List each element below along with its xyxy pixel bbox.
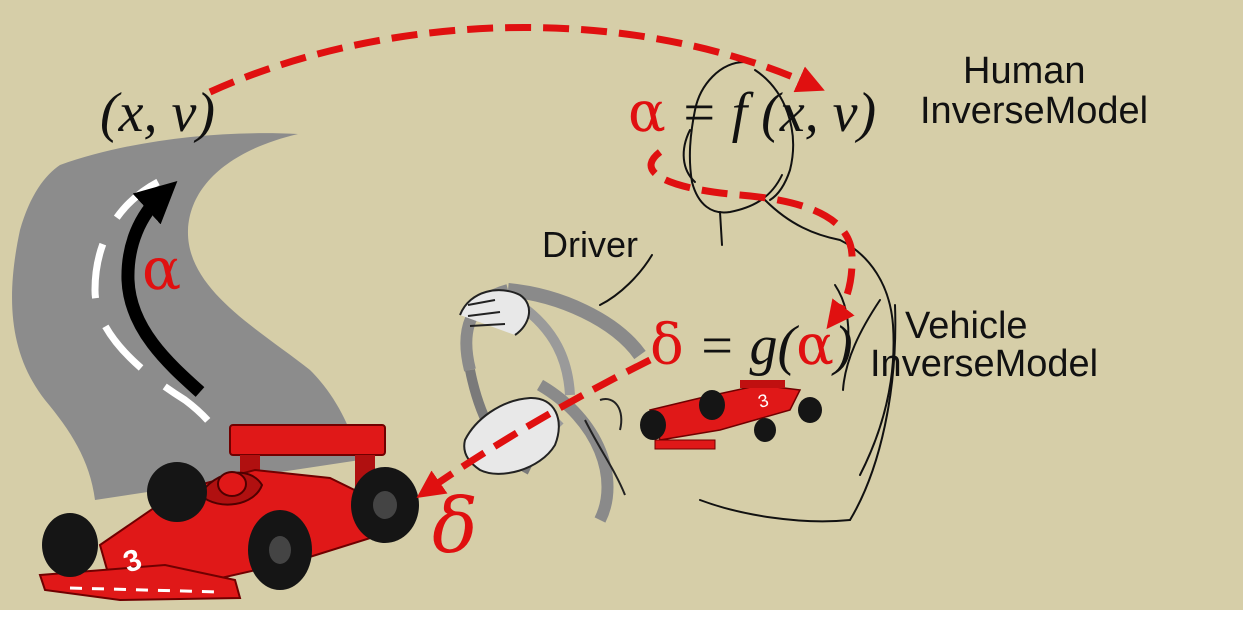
road-lane-marking <box>91 178 226 442</box>
human-alpha: α <box>628 80 666 145</box>
steering-wheel <box>459 283 646 523</box>
small-car-number: 3 <box>756 390 771 412</box>
human-rhs: = f (x, v) <box>665 82 877 144</box>
arrow-human-to-vehicle-model <box>647 149 856 330</box>
helmet <box>217 471 247 497</box>
driver-label: Driver <box>542 224 638 265</box>
road <box>12 133 361 500</box>
path-arrow <box>121 181 205 397</box>
race-car: 3 <box>38 424 419 602</box>
diagram-canvas: 3 3 (x, v) α = f (x, v) <box>0 0 1243 610</box>
arrow-vehicle-model-to-car <box>416 356 652 498</box>
vehicle-model-equation: δ = g(α) <box>650 315 853 377</box>
vehicle-label-line1: Vehicle <box>905 305 1028 347</box>
vehicle-rhs-a: = g( <box>683 315 797 377</box>
vehicle-model-car: 3 <box>640 380 822 450</box>
road-angle-alpha: α <box>142 235 182 303</box>
rear-wheel-left <box>147 462 207 522</box>
vehicle-label-line2: InverseModel <box>870 343 1099 385</box>
flow-arrows <box>208 23 856 498</box>
vehicle-rhs-b: ) <box>833 315 853 377</box>
human-model-equation: α = f (x, v) <box>628 82 877 144</box>
arrow-state-to-human-model <box>208 23 825 96</box>
steering-angle-delta: δ <box>432 481 478 570</box>
human-label-line2: InverseModel <box>920 90 1149 132</box>
state-equation: (x, v) <box>100 82 216 144</box>
rear-wing <box>229 424 386 456</box>
front-wheel-left <box>42 513 98 577</box>
human-label-line1: Human <box>963 50 1086 92</box>
vehicle-delta: δ <box>650 313 684 378</box>
diagram-illustration: 3 3 <box>12 23 897 602</box>
vehicle-alpha: α <box>796 313 834 378</box>
